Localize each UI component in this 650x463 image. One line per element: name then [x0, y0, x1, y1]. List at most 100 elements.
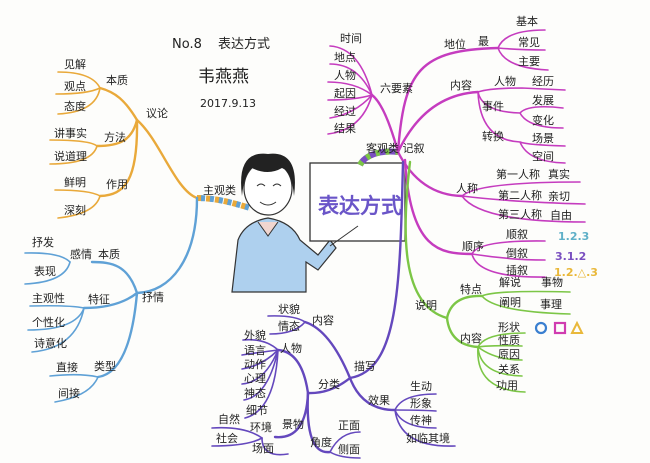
shuoming-item: 原因 — [498, 348, 520, 361]
miaoxie-label: 描写 — [354, 359, 376, 373]
miaoxie-changmian: 场面 — [252, 441, 274, 455]
shuqing-label: 抒情 — [142, 290, 164, 304]
miaoxie-xiaoguo: 效果 — [368, 393, 390, 407]
shuqing-ganqing: 感情 — [70, 248, 92, 261]
rencheng-trait: 亲切 — [548, 189, 570, 203]
miaoxie-huanjing: 环境 — [250, 420, 272, 434]
shuqing-ganqing-item: 表现 — [34, 264, 56, 278]
xiaoguo-item: 形象 — [410, 397, 432, 410]
shuqing-leixing: 类型 — [94, 359, 116, 373]
shuoming-item: 性质 — [498, 333, 520, 347]
shuqing-branches — [24, 196, 199, 403]
shunxu-note: 1.2.△.3 — [554, 266, 598, 279]
tedian-a: 解说 — [499, 275, 521, 289]
jixu-neirong: 内容 — [450, 78, 472, 92]
shuqing-tezheng-item: 个性化 — [32, 315, 65, 329]
triangle-shape-icon — [570, 320, 584, 334]
shunxu-item: 顺叙 — [506, 227, 528, 241]
miaoxie-jingwu: 景物 — [282, 417, 304, 431]
xiaoguo-item: 生动 — [410, 379, 432, 393]
diwei-item: 基本 — [516, 14, 538, 28]
huanjing-item: 社会 — [216, 431, 238, 445]
shuoming-branches — [404, 160, 571, 393]
yilun-benzhi: 本质 — [106, 73, 128, 87]
rencheng-trait: 真实 — [548, 167, 570, 181]
huanjing-item: 自然 — [218, 412, 240, 426]
diwei-item: 主要 — [518, 55, 540, 68]
jixu-shijian: 事件 — [482, 100, 504, 113]
shuqing-leixing-item: 间接 — [58, 387, 80, 400]
jixu-branches — [327, 29, 586, 278]
renwu-item: 心理 — [244, 372, 266, 385]
date: 2017.9.13 — [200, 97, 256, 110]
miaoxie-jiaodu: 角度 — [310, 435, 332, 449]
liuyaosu-item: 经过 — [334, 105, 356, 118]
yilun-label: 议论 — [146, 106, 168, 120]
jiaodu-item: 正面 — [338, 419, 360, 432]
jixu-zui: 最 — [478, 35, 489, 48]
shuqing-tezheng-item: 诗意化 — [34, 336, 67, 350]
board — [309, 162, 406, 242]
shuqing-tezheng: 特征 — [88, 292, 110, 306]
xiaoguo-item: 如临其境 — [406, 431, 450, 445]
shuoming-label: 说明 — [415, 298, 437, 312]
miaoxie-neirong: 内容 — [312, 313, 334, 327]
pointer — [329, 225, 359, 247]
tedian-b: 事理 — [540, 298, 562, 311]
shunxu-note: 1.2.3 — [558, 230, 589, 243]
zhuanhuan-item: 场景 — [532, 131, 554, 145]
neirong-item: 情态 — [278, 320, 300, 333]
yilun-benzhi-item: 见解 — [64, 57, 86, 71]
xiaoguo-item: 传神 — [410, 413, 432, 427]
shuoming-item: 关系 — [498, 362, 520, 376]
liuyaosu-item: 人物 — [334, 68, 356, 82]
yilun-fangfa: 方法 — [104, 130, 126, 144]
board-title: 表达方式 — [318, 194, 402, 218]
zhuanhuan-item: 空间 — [532, 149, 554, 163]
liuyaosu-item: 时间 — [340, 32, 362, 45]
renwu-item: 语言 — [244, 344, 266, 357]
shuqing-leixing-item: 直接 — [56, 360, 78, 374]
liuyaosu-item: 地点 — [334, 51, 356, 64]
rencheng-trait: 自由 — [550, 208, 572, 222]
renwu-item: 动作 — [244, 358, 266, 371]
shuoming-item: 形状 — [498, 320, 520, 334]
renwu-item: 经历 — [532, 75, 554, 88]
jixu-renwu: 人物 — [494, 74, 516, 88]
shijian-item: 发展 — [532, 93, 554, 107]
neirong-item: 状貌 — [278, 302, 300, 316]
yilun-benzhi-item: 态度 — [64, 99, 86, 113]
jixu-liuyaosu: 六要素 — [380, 82, 413, 95]
jixu-label: 客观类 记叙 — [366, 141, 425, 155]
page-title: 表达方式 — [218, 36, 270, 52]
jixu-zhuanhuan: 转换 — [482, 129, 504, 143]
jiaodu-item: 侧面 — [338, 443, 360, 456]
shuqing-benzhi: 本质 — [98, 247, 120, 261]
jixu-rencheng: 人称 — [456, 181, 478, 195]
renwu-item: 细节 — [246, 404, 268, 417]
note-number: No.8 — [172, 37, 202, 52]
shuoming-neirong: 内容 — [460, 331, 482, 345]
rencheng-person: 第三人称 — [498, 207, 542, 221]
diwei-item: 常见 — [518, 36, 540, 49]
shuqing-ganqing-item: 抒发 — [32, 235, 54, 249]
shunxu-item: 插叙 — [506, 263, 528, 277]
yilun-branches — [49, 71, 199, 219]
yilun-fangfa-item: 讲事实 — [54, 126, 87, 140]
shijian-item: 变化 — [532, 113, 554, 127]
circle-shape-icon — [534, 321, 548, 335]
shuqing-tezheng-item: 主观性 — [32, 291, 65, 305]
rencheng-person: 第二人称 — [498, 188, 542, 202]
yilun-zuoyong-item: 鲜明 — [64, 175, 86, 189]
tedian-a: 阐明 — [499, 296, 521, 309]
square-shape-icon — [553, 321, 567, 335]
yilun-zuoyong: 作用 — [106, 178, 128, 191]
jixu-shunxu: 顺序 — [462, 239, 484, 253]
miaoxie-fenlei: 分类 — [318, 377, 340, 391]
renwu-item: 神态 — [244, 386, 266, 400]
liuyaosu-item: 起因 — [334, 87, 356, 100]
yilun-benzhi-item: 观点 — [64, 80, 86, 93]
rencheng-person: 第一人称 — [496, 167, 540, 181]
jixu-diwei: 地位 — [444, 37, 466, 51]
